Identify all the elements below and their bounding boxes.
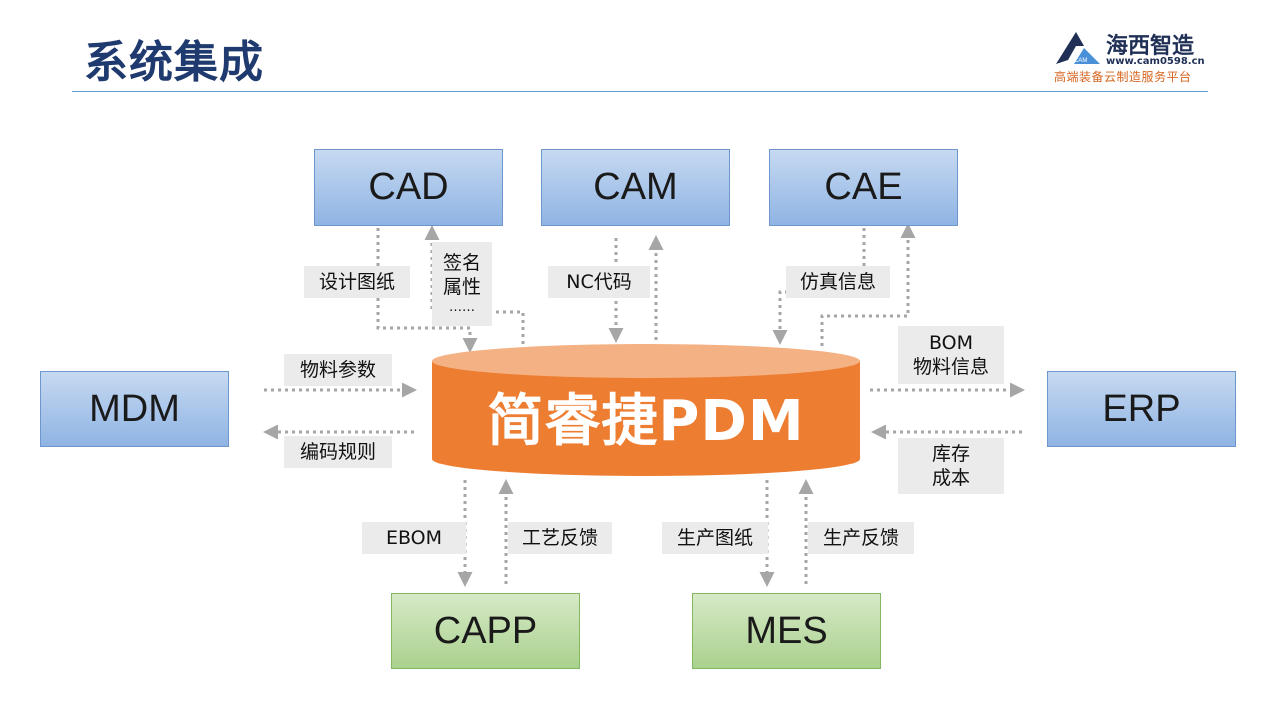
flow-label-ebom: EBOM xyxy=(362,522,466,554)
cae-sim-up-arrow xyxy=(820,223,916,346)
flow-label-inventory: 库存 成本 xyxy=(898,438,1004,494)
flow-label-production-drawing: 生产图纸 xyxy=(662,522,768,554)
mdm-box: MDM xyxy=(40,371,229,447)
title-divider xyxy=(72,91,1208,92)
flow-label-inventory-line2: 成本 xyxy=(931,467,970,489)
flow-label-bom-line2: 物料信息 xyxy=(912,356,989,378)
flow-label-coding-rules: 编码规则 xyxy=(284,436,392,468)
logo-mark-text: CAM xyxy=(1074,58,1087,64)
flow-label-signature: 签名 属性 …… xyxy=(432,242,492,326)
flow-label-production-feedback: 生产反馈 xyxy=(808,522,914,554)
flow-label-inventory-line1: 库存 xyxy=(931,443,970,465)
mes-box: MES xyxy=(692,593,881,669)
flow-label-bom-line1: BOM xyxy=(928,332,974,354)
flow-label-bom: BOM 物料信息 xyxy=(898,326,1004,384)
capp-box: CAPP xyxy=(391,593,580,669)
cam-box: CAM xyxy=(541,149,730,226)
flow-label-process-feedback: 工艺反馈 xyxy=(508,522,612,554)
page-title: 系统集成 xyxy=(84,37,264,88)
flow-label-signature-line2: 属性 xyxy=(442,276,481,298)
flow-label-material-params: 物料参数 xyxy=(284,354,392,386)
cae-box: CAE xyxy=(769,149,958,226)
logo-url: www.cam0598.cn xyxy=(1106,56,1205,67)
flow-label-signature-line1: 签名 xyxy=(442,252,481,274)
logo-name: 海西智造 xyxy=(1106,34,1195,59)
cad-box: CAD xyxy=(314,149,503,226)
company-logo: CAM 海西智造 www.cam0598.cn 高端装备云制造服务平台 xyxy=(1054,28,1210,86)
logo-mark-icon: CAM xyxy=(1056,32,1100,64)
pdm-cylinder-top xyxy=(432,344,860,378)
flow-label-cad-drawing: 设计图纸 xyxy=(304,266,410,298)
pdm-label: 简睿捷PDM xyxy=(487,388,805,454)
pdm-cylinder-body xyxy=(432,361,860,476)
flow-label-nc-code: NC代码 xyxy=(548,266,650,298)
erp-box: ERP xyxy=(1047,371,1236,447)
flow-label-signature-line3: …… xyxy=(449,300,475,315)
logo-slogan: 高端装备云制造服务平台 xyxy=(1054,70,1192,84)
flow-label-simulation: 仿真信息 xyxy=(786,266,890,298)
